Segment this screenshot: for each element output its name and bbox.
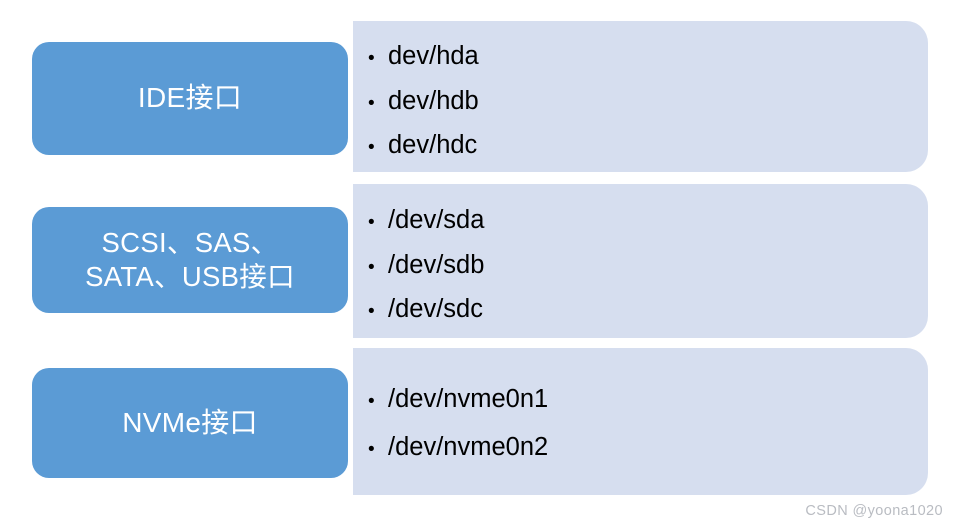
bullet-dot-icon: • (368, 256, 375, 278)
device-list-ide: • dev/hda • dev/hdb • dev/hdc (368, 42, 918, 178)
bullet-dot-icon: • (368, 301, 375, 322)
bullet-dot-icon: • (368, 92, 375, 114)
device-list-panel-ide: • dev/hda • dev/hdb • dev/hdc (353, 21, 928, 172)
interface-label-nvme: NVMe接口 (32, 368, 348, 478)
bullet-dot-icon: • (368, 438, 375, 460)
list-item: • dev/hdc (368, 131, 918, 159)
list-item: • /dev/nvme0n2 (368, 432, 918, 461)
device-path: /dev/nvme0n2 (388, 432, 549, 461)
list-item: • /dev/nvme0n1 (368, 385, 918, 413)
bullet-dot-icon: • (368, 212, 375, 233)
device-list-panel-scsi: • /dev/sda • /dev/sdb • /dev/sdc (353, 184, 928, 338)
list-item: • /dev/sdb (368, 250, 918, 279)
interface-label-line-2: SATA、USB接口 (85, 261, 295, 292)
device-path: dev/hdb (388, 86, 479, 115)
interface-label-scsi: SCSI、SAS、 SATA、USB接口 (32, 207, 348, 313)
device-list-nvme: • /dev/nvme0n1 • /dev/nvme0n2 (368, 385, 918, 482)
interface-label-text: NVMe接口 (122, 406, 258, 438)
device-path: dev/hdc (388, 131, 478, 159)
list-item: • dev/hda (368, 42, 918, 70)
device-path: /dev/sdc (388, 295, 483, 323)
bullet-dot-icon: • (368, 137, 375, 158)
list-item: • /dev/sdc (368, 295, 918, 323)
bullet-dot-icon: • (368, 391, 375, 412)
device-path: /dev/sdb (388, 250, 485, 279)
device-path: /dev/nvme0n1 (388, 385, 549, 413)
device-list-panel-nvme: • /dev/nvme0n1 • /dev/nvme0n2 (353, 348, 928, 495)
interface-label-text: SCSI、SAS、 SATA、USB接口 (85, 226, 295, 293)
interface-label-text: IDE接口 (137, 82, 243, 114)
list-item: • dev/hdb (368, 86, 918, 115)
bullet-dot-icon: • (368, 48, 375, 69)
interface-label-ide: IDE接口 (32, 42, 348, 155)
device-list-scsi: • /dev/sda • /dev/sdb • /dev/sdc (368, 206, 918, 342)
interface-label-line-1: SCSI、SAS、 (101, 227, 279, 259)
device-path: /dev/sda (388, 206, 485, 234)
device-path: dev/hda (388, 42, 479, 70)
watermark: CSDN @yoona1020 (805, 503, 943, 519)
list-item: • /dev/sda (368, 206, 918, 234)
